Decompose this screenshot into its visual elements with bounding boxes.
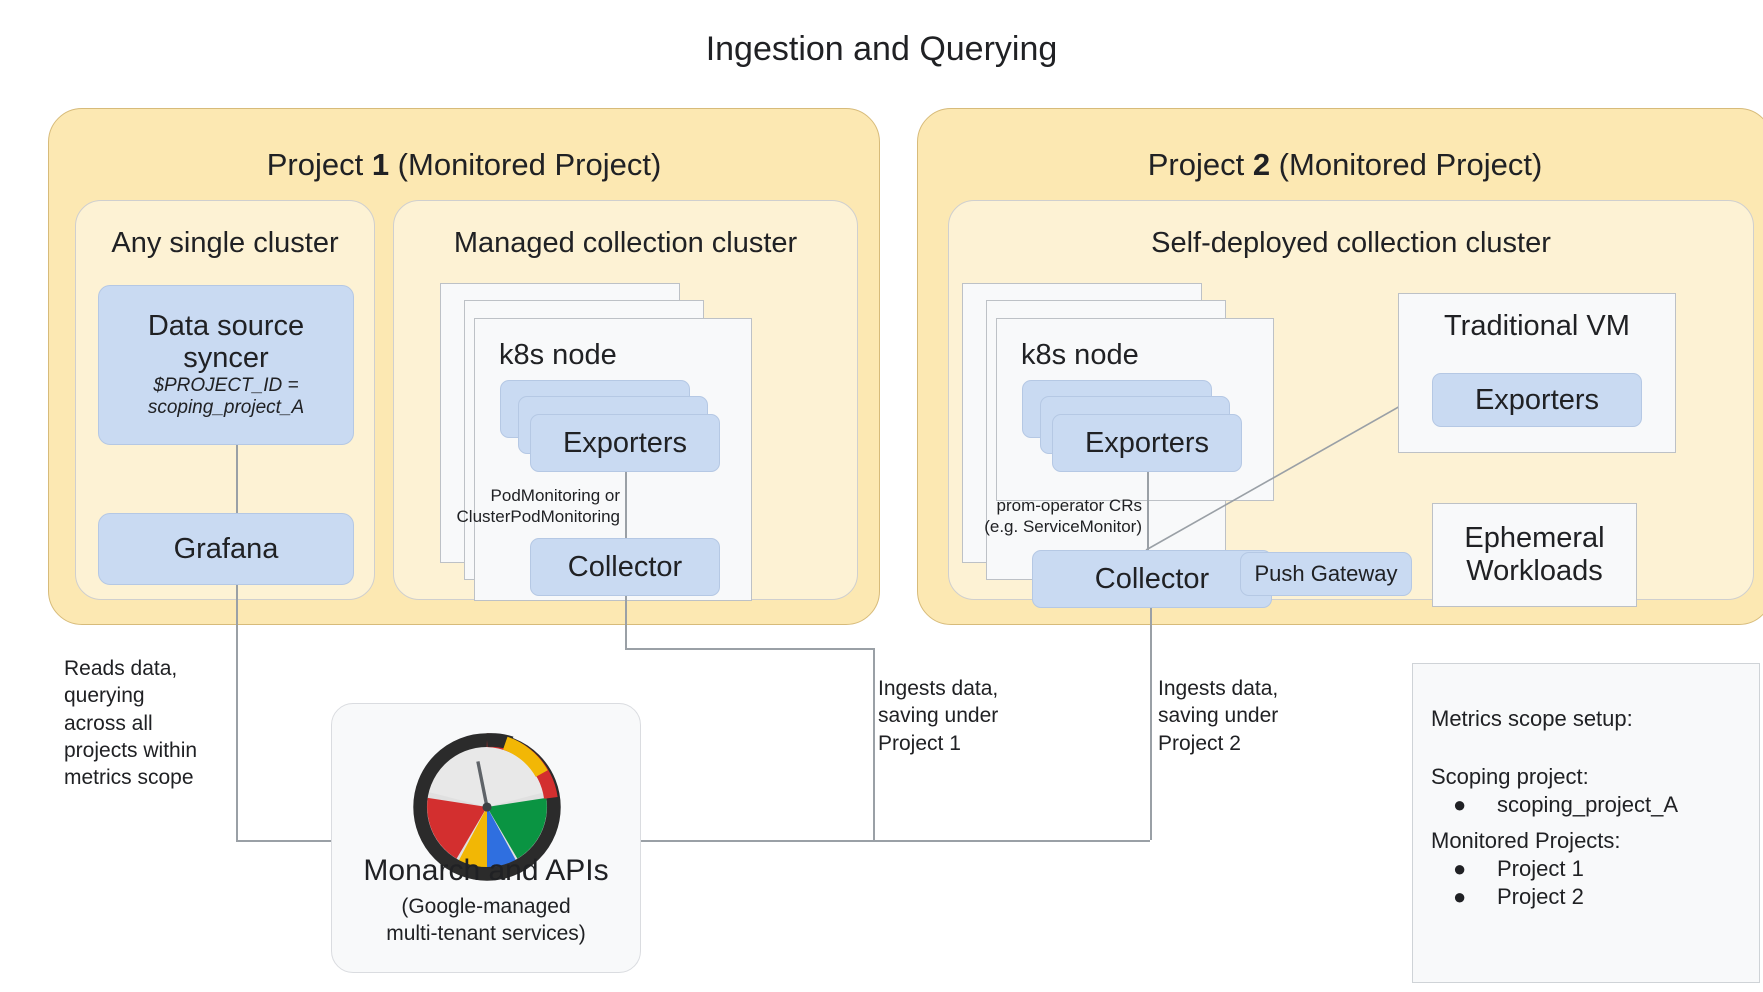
- collector-box-p2[interactable]: Collector: [1032, 550, 1272, 608]
- project-1-title: Project 1 (Monitored Project): [266, 147, 662, 182]
- podmonitoring-edge-label: PodMonitoring or ClusterPodMonitoring: [425, 485, 620, 528]
- monarch-logo: [413, 733, 561, 881]
- collector-box-p1[interactable]: Collector: [530, 538, 720, 596]
- data-source-syncer-box[interactable]: Data source syncer $PROJECT_ID = scoping…: [98, 285, 354, 445]
- monarch-title: Monarch and APIs: [363, 854, 609, 887]
- push-gateway-label: Push Gateway: [1254, 560, 1398, 586]
- connector-vm-collector: [1145, 391, 1426, 551]
- data-source-syncer-scoping-project: scoping_project_A: [147, 397, 305, 419]
- connector-collector-p2-to-monarch: [640, 840, 1150, 842]
- connector-collector-p1-right: [625, 648, 873, 650]
- bullet-icon: ●: [1453, 792, 1467, 817]
- legend-monitored-item-2: ● Project 2: [1431, 886, 1749, 908]
- legend-heading: Metrics scope setup:: [1431, 706, 1633, 731]
- connector-collector-p2-down: [1150, 608, 1152, 840]
- collector-label-p2: Collector: [1094, 562, 1210, 595]
- prom-operator-edge-label: prom-operator CRs (e.g. ServiceMonitor): [950, 495, 1142, 538]
- prom-operator-edge-label-line2: (e.g. ServiceMonitor): [984, 517, 1142, 537]
- exporters-box-p2[interactable]: Exporters: [1052, 414, 1242, 472]
- self-deployed-collection-cluster-title: Self-deployed collection cluster: [1151, 227, 1551, 259]
- prom-operator-edge-label-line1: prom-operator CRs: [996, 496, 1143, 515]
- legend-scoping-label: Scoping project:: [1431, 764, 1589, 789]
- ephemeral-workloads-label-line1: Ephemeral: [1464, 521, 1605, 554]
- legend-monitored-item-1: ● Project 1: [1431, 858, 1749, 880]
- legend-monitored-item-1-label: Project 1: [1497, 856, 1584, 881]
- ingest-project-2-annotation: Ingests data, saving under Project 2: [1158, 677, 1279, 755]
- connector-collector-p1-down: [625, 596, 627, 648]
- project-2-title: Project 2 (Monitored Project): [1147, 147, 1543, 182]
- exporters-label: Exporters: [562, 426, 688, 459]
- podmonitoring-edge-label-line1: PodMonitoring or: [490, 486, 620, 505]
- bullet-icon: ●: [1453, 856, 1467, 881]
- monarch-and-apis-card[interactable]: Monarch and APIs (Google-managed multi-t…: [331, 703, 641, 973]
- vm-exporters-box[interactable]: Exporters: [1432, 373, 1642, 427]
- connector-exporters-collector-p1: [625, 472, 627, 538]
- exporters-box[interactable]: Exporters: [530, 414, 720, 472]
- legend-scoping-item-label: scoping_project_A: [1497, 792, 1679, 817]
- grafana-box[interactable]: Grafana: [98, 513, 354, 585]
- podmonitoring-edge-label-line2: ClusterPodMonitoring: [456, 507, 620, 527]
- k8s-node-title: k8s node: [499, 339, 617, 371]
- metrics-scope-legend: Metrics scope setup: Scoping project: ● …: [1412, 663, 1760, 983]
- data-source-syncer-project-id: $PROJECT_ID =: [153, 374, 299, 396]
- legend-content: Metrics scope setup: Scoping project: ● …: [1431, 708, 1749, 908]
- any-single-cluster-title: Any single cluster: [111, 227, 339, 259]
- grafana-label: Grafana: [173, 532, 279, 565]
- managed-collection-cluster-title: Managed collection cluster: [453, 227, 798, 259]
- connector-exporters-collector-p2: [1147, 472, 1149, 550]
- connector-grafana-to-monarch: [236, 840, 331, 842]
- collector-label-p1: Collector: [567, 550, 683, 583]
- k8s-node-title-p2: k8s node: [1021, 339, 1139, 371]
- data-source-syncer-label-line1: Data source: [147, 309, 305, 342]
- legend-monitored-label: Monitored Projects:: [1431, 828, 1621, 853]
- monarch-subtitle: (Google-managed multi-tenant services): [386, 895, 586, 945]
- connector-grafana-down: [236, 585, 238, 840]
- exporters-label-p2: Exporters: [1084, 426, 1210, 459]
- ingest-project-1-annotation: Ingests data, saving under Project 1: [878, 677, 999, 755]
- ephemeral-workloads-card[interactable]: Ephemeral Workloads: [1432, 503, 1637, 607]
- reads-data-annotation: Reads data, querying across all projects…: [64, 657, 198, 790]
- connector-syncer-grafana: [236, 445, 238, 513]
- bullet-icon: ●: [1453, 884, 1467, 909]
- traditional-vm-title: Traditional VM: [1444, 310, 1630, 342]
- push-gateway-box[interactable]: Push Gateway: [1240, 552, 1412, 596]
- ephemeral-workloads-label-line2: Workloads: [1466, 555, 1603, 587]
- legend-monitored-item-2-label: Project 2: [1497, 884, 1584, 909]
- vm-exporters-label: Exporters: [1474, 383, 1600, 416]
- page-title: Ingestion and Querying: [705, 30, 1058, 68]
- connector-collector-p1-down2: [873, 648, 875, 840]
- data-source-syncer-label-line2: syncer: [183, 342, 269, 375]
- legend-scoping-item: ● scoping_project_A: [1431, 794, 1749, 816]
